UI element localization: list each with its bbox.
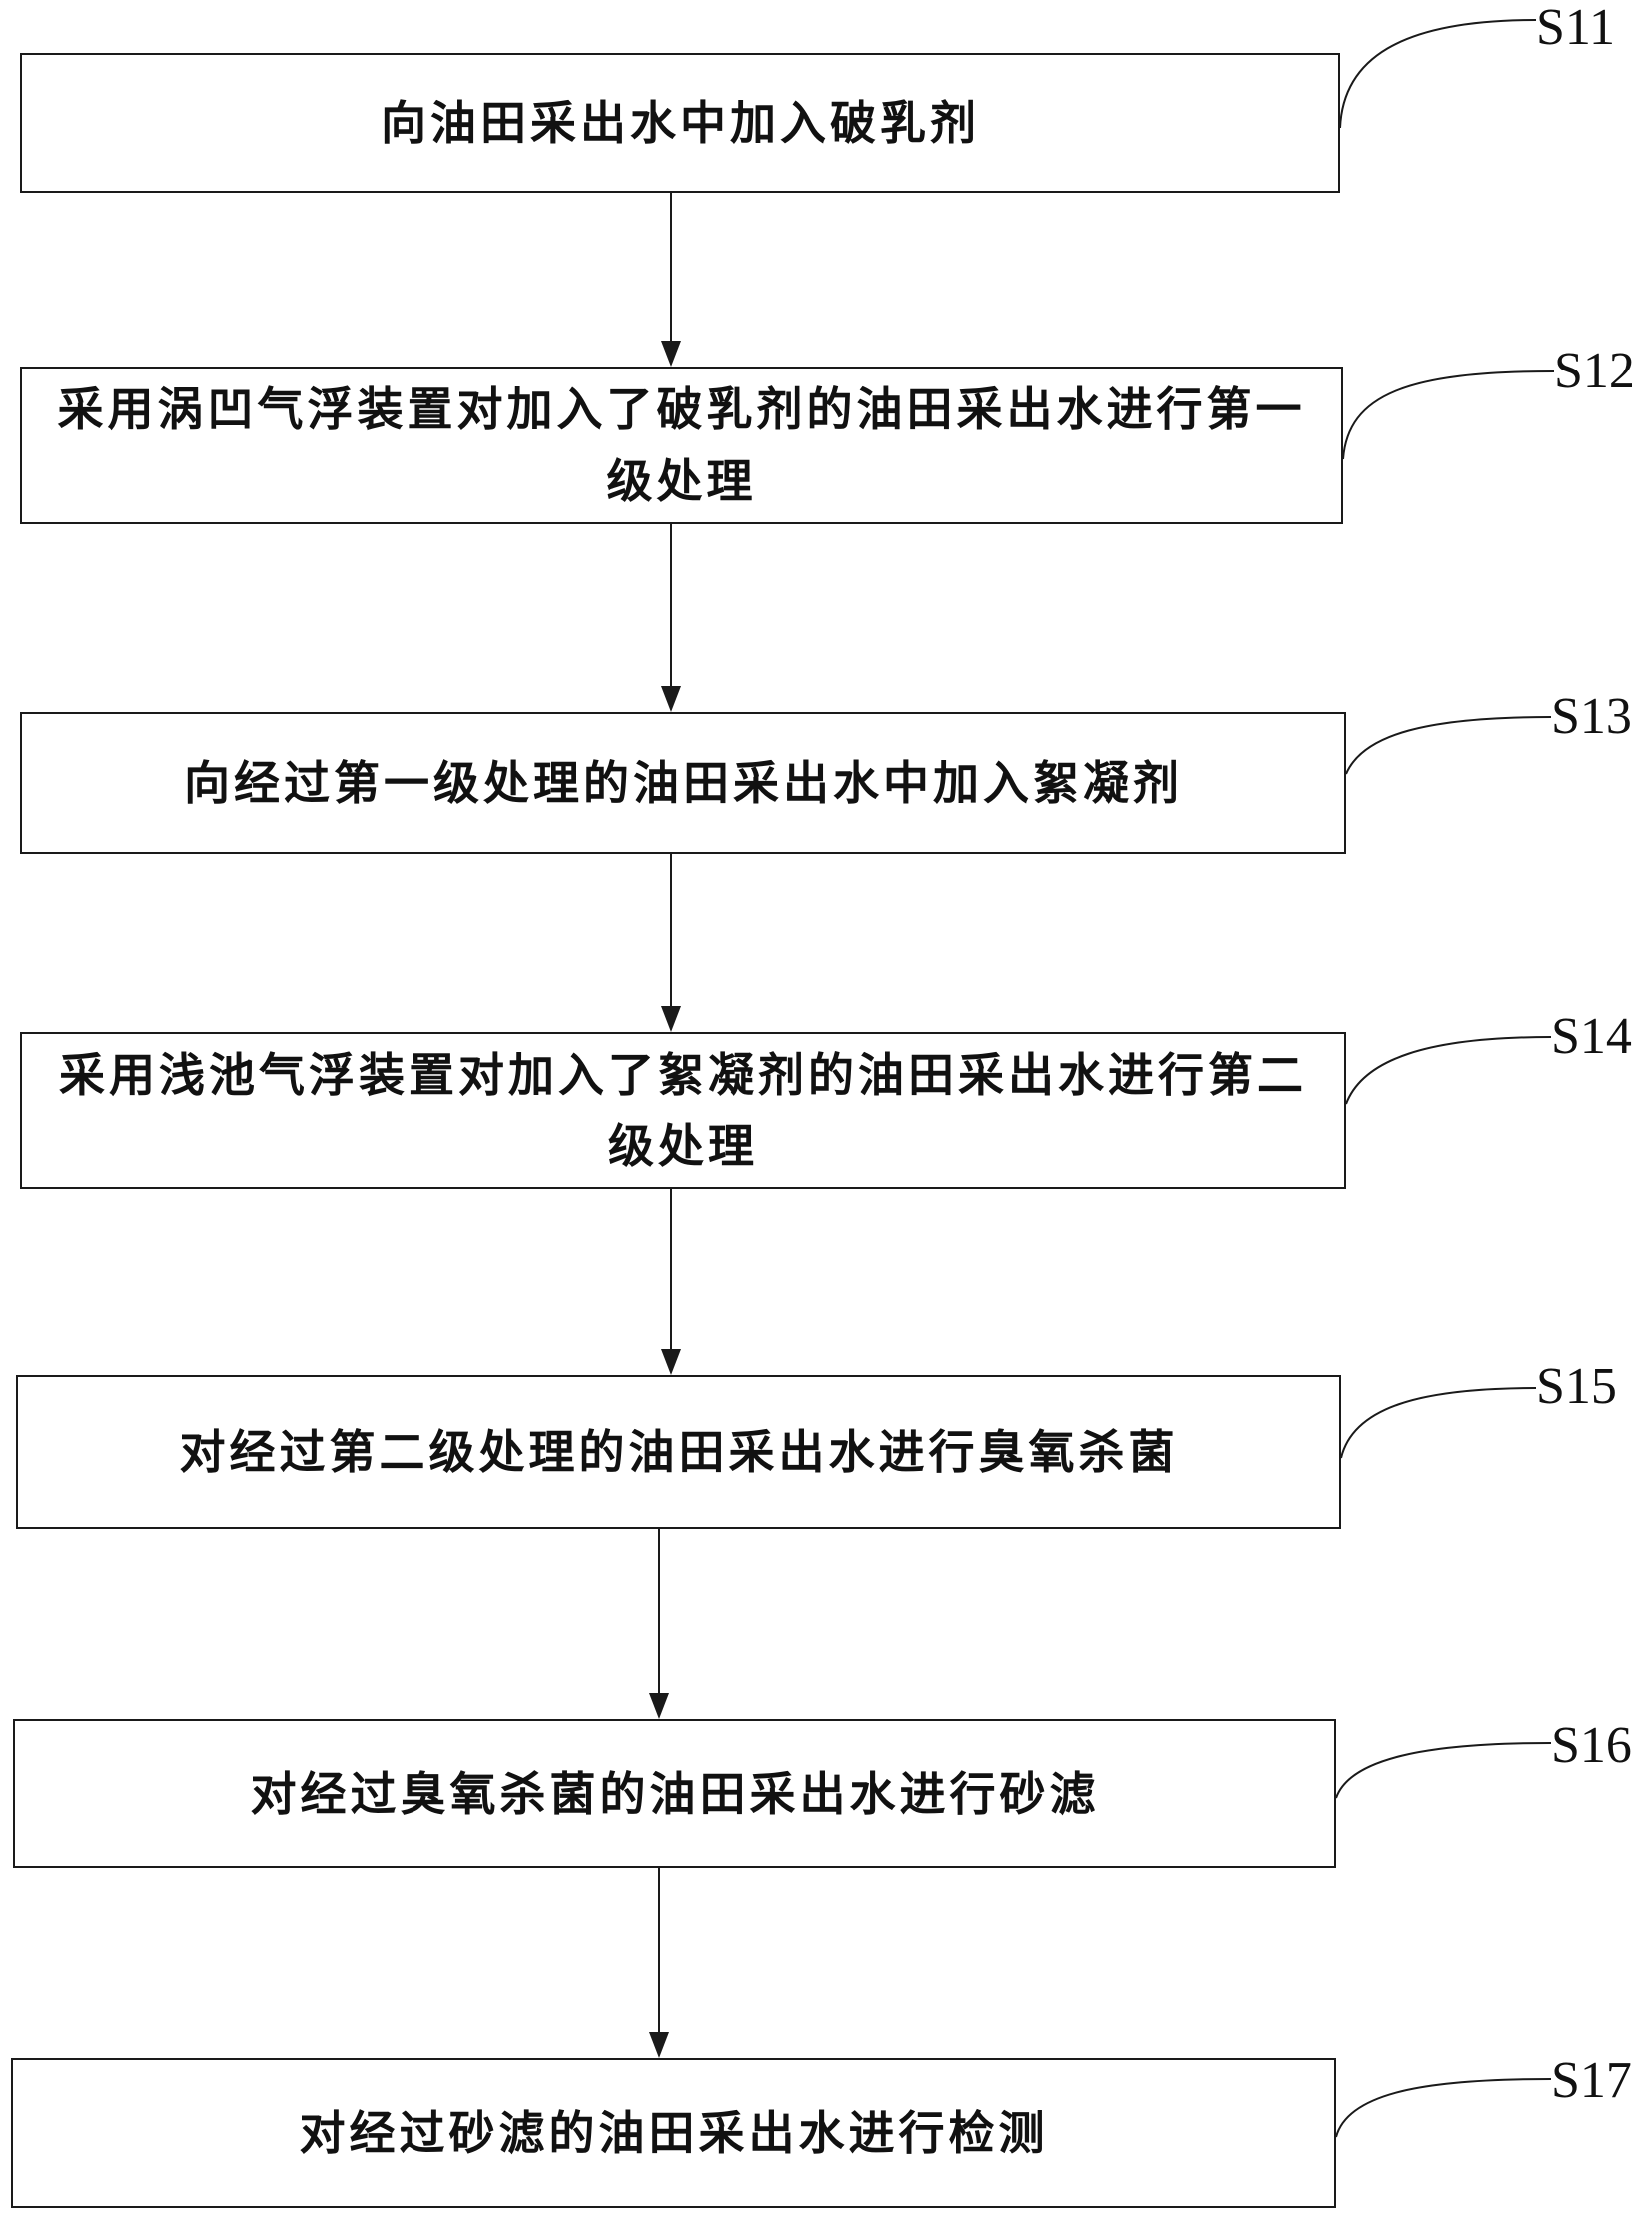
arrow-s11-s12 — [661, 193, 681, 367]
leader-s11 — [1339, 19, 1537, 129]
arrow-s14-s15 — [661, 1189, 681, 1375]
step-box-s14: 采用浅池气浮装置对加入了絮凝剂的油田采出水进行第二级处理 — [20, 1032, 1346, 1189]
step-box-s12: 采用涡凹气浮装置对加入了破乳剂的油田采出水进行第一级处理 — [20, 367, 1343, 524]
step-box-s15: 对经过第二级处理的油田采出水进行臭氧杀菌 — [16, 1375, 1341, 1529]
step-box-s16: 对经过臭氧杀菌的油田采出水进行砂滤 — [13, 1719, 1336, 1868]
step-text-s16: 对经过臭氧杀菌的油田采出水进行砂滤 — [250, 1767, 1100, 1821]
step-label-s11: S11 — [1536, 0, 1615, 56]
step-label-s16: S16 — [1551, 1717, 1632, 1774]
leader-s15 — [1340, 1387, 1537, 1459]
step-text-s13: 向经过第一级处理的油田采出水中加入絮凝剂 — [184, 756, 1183, 810]
step-label-s14: S14 — [1551, 1008, 1632, 1065]
leader-s12 — [1342, 370, 1555, 460]
step-box-s17: 对经过砂滤的油田采出水进行检测 — [11, 2058, 1336, 2208]
arrow-s16-s17 — [649, 1868, 669, 2058]
arrow-s13-s14 — [661, 854, 681, 1032]
leader-s13 — [1345, 716, 1552, 775]
step-text-s14: 采用浅池气浮装置对加入了絮凝剂的油田采出水进行第二级处理 — [59, 1048, 1307, 1173]
step-text-s17: 对经过砂滤的油田采出水进行检测 — [299, 2106, 1049, 2160]
step-text-s15: 对经过第二级处理的油田采出水进行臭氧杀菌 — [179, 1425, 1179, 1479]
step-text-s12: 采用涡凹气浮装置对加入了破乳剂的油田采出水进行第一级处理 — [57, 382, 1306, 508]
leader-s17 — [1335, 2078, 1552, 2138]
leader-s16 — [1335, 1742, 1552, 1799]
step-box-s11: 向油田采出水中加入破乳剂 — [20, 53, 1340, 193]
step-box-s13: 向经过第一级处理的油田采出水中加入絮凝剂 — [20, 712, 1346, 854]
arrow-s15-s16 — [649, 1529, 669, 1719]
step-label-s17: S17 — [1551, 2052, 1632, 2109]
step-label-s15: S15 — [1536, 1358, 1617, 1415]
arrow-s12-s13 — [661, 524, 681, 712]
step-label-s12: S12 — [1554, 343, 1635, 399]
step-text-s11: 向油田采出水中加入破乳剂 — [381, 96, 980, 150]
step-label-s13: S13 — [1551, 688, 1632, 745]
leader-s14 — [1345, 1036, 1552, 1105]
